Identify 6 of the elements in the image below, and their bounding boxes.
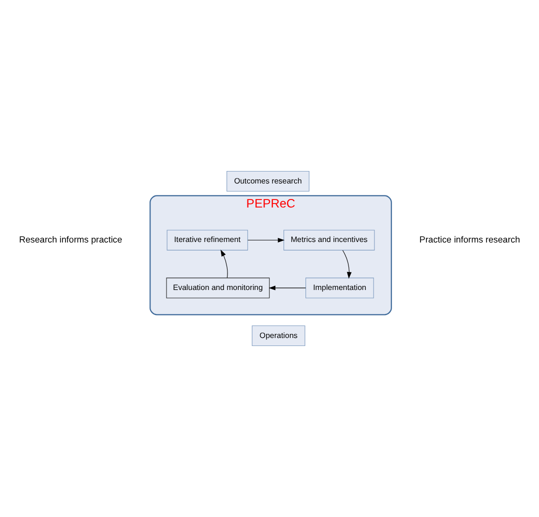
arrow — [342, 250, 352, 279]
arrow — [220, 250, 228, 278]
label: Research informs practice — [19, 234, 122, 244]
arrow — [248, 238, 285, 242]
arrow — [268, 286, 306, 290]
label: Practice informs research — [419, 234, 520, 244]
